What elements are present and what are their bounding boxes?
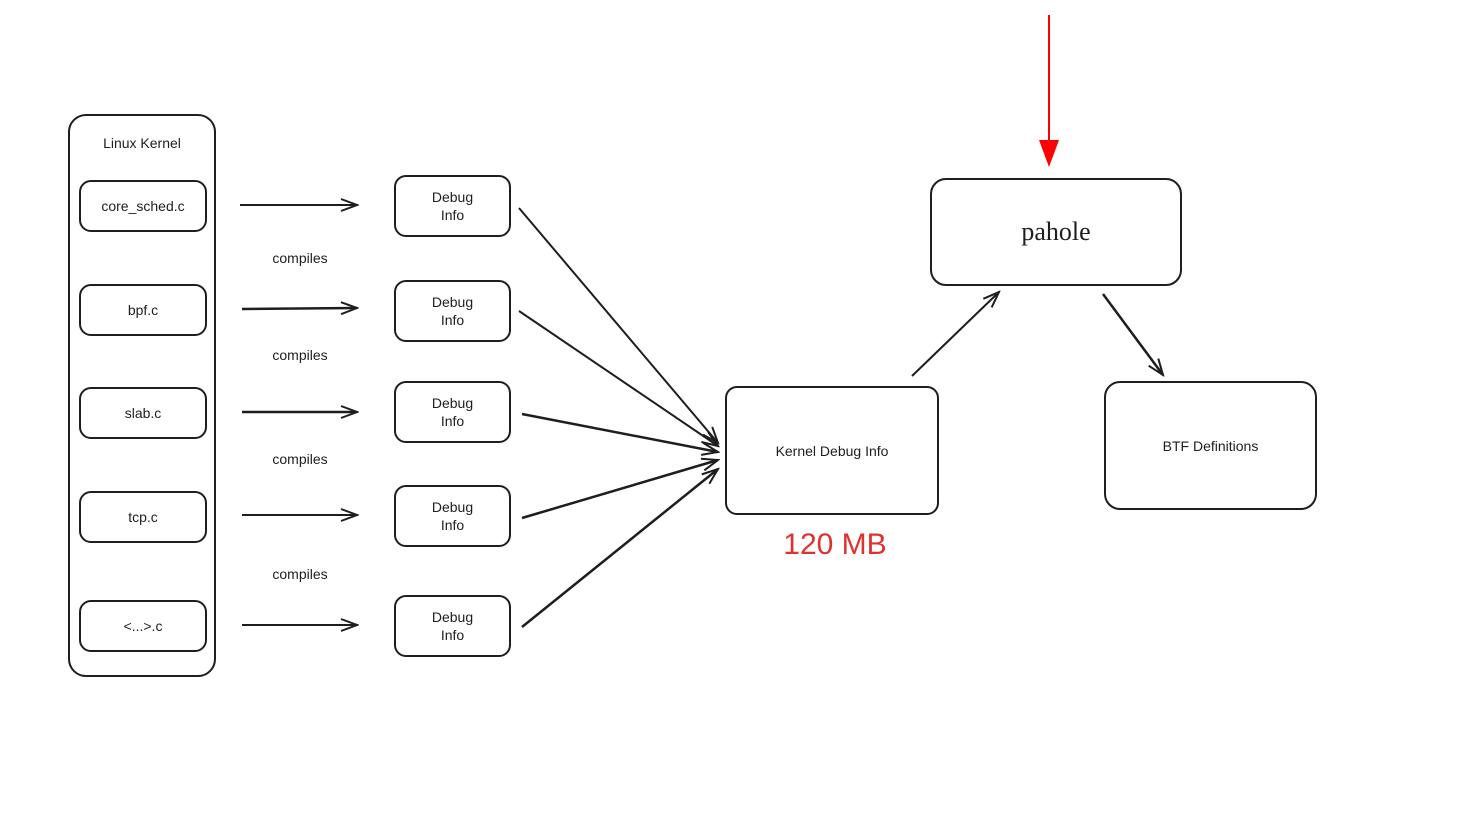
- highlight-arrow: [1039, 15, 1059, 167]
- merge-arrow: [521, 460, 718, 520]
- compiles-label: compiles: [272, 347, 328, 363]
- source-node-core-sched: core_sched.c: [79, 180, 207, 232]
- source-node-bpf: bpf.c: [79, 284, 207, 336]
- debug-info-node: Debug Info: [394, 595, 511, 657]
- pahole-node: pahole: [930, 178, 1182, 286]
- compile-arrows: [240, 205, 357, 625]
- source-node-tcp: tcp.c: [79, 491, 207, 543]
- debug-info-node: Debug Info: [394, 175, 511, 237]
- merge-arrows: [518, 207, 718, 628]
- debug-info-node: Debug Info: [394, 381, 511, 443]
- btf-definitions-node: BTF Definitions: [1104, 381, 1317, 510]
- linux-kernel-title: Linux Kernel: [103, 135, 181, 151]
- to-pahole-arrow: [911, 292, 999, 377]
- merge-arrow: [521, 469, 718, 628]
- merge-arrow: [518, 207, 718, 443]
- merge-arrow: [521, 412, 718, 452]
- merge-arrow: [518, 310, 718, 446]
- source-node-other: <...>.c: [79, 600, 207, 652]
- kernel-debug-info-node: Kernel Debug Info: [725, 386, 939, 515]
- size-label: 120 MB: [783, 528, 887, 561]
- source-node-slab: slab.c: [79, 387, 207, 439]
- compiles-label: compiles: [272, 250, 328, 266]
- compiles-label: compiles: [272, 451, 328, 467]
- debug-info-node: Debug Info: [394, 280, 511, 342]
- compiles-label: compiles: [272, 566, 328, 582]
- linux-kernel-container: [68, 114, 216, 677]
- compile-arrow: [241, 308, 357, 309]
- debug-info-node: Debug Info: [394, 485, 511, 547]
- to-btf-arrow: [1101, 293, 1163, 375]
